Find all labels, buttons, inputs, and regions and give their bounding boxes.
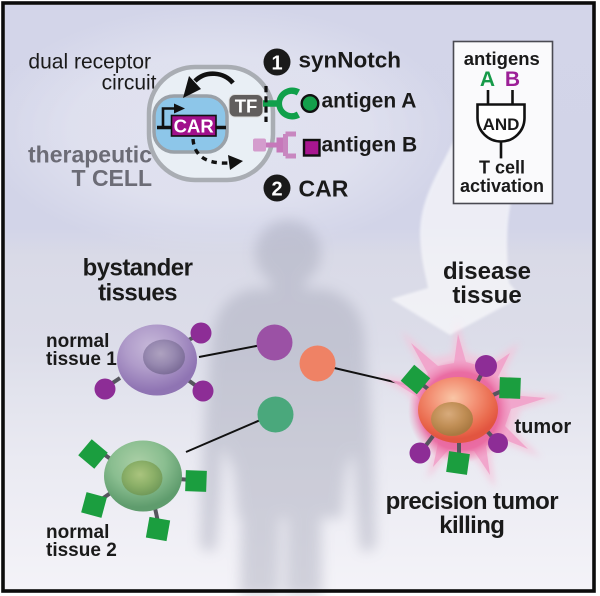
svg-text:2: 2 xyxy=(271,179,282,201)
svg-text:circuit: circuit xyxy=(102,72,157,95)
svg-text:synNotch: synNotch xyxy=(299,48,402,73)
svg-text:bystander: bystander xyxy=(83,255,193,282)
svg-text:therapeutic: therapeutic xyxy=(28,142,152,168)
svg-text:tissue: tissue xyxy=(452,282,521,309)
svg-text:TF: TF xyxy=(235,96,258,117)
svg-text:activation: activation xyxy=(460,176,544,196)
svg-text:CAR: CAR xyxy=(174,116,214,137)
svg-text:A: A xyxy=(480,68,495,91)
svg-text:T CELL: T CELL xyxy=(72,165,153,191)
svg-text:normal: normal xyxy=(46,331,109,352)
svg-text:antigen B: antigen B xyxy=(322,134,418,157)
svg-text:tissues: tissues xyxy=(98,279,177,306)
svg-text:dual receptor: dual receptor xyxy=(28,51,151,74)
svg-text:antigens: antigens xyxy=(464,48,540,69)
svg-text:AND: AND xyxy=(483,115,520,134)
svg-text:tumor: tumor xyxy=(515,416,572,438)
svg-text:disease: disease xyxy=(443,258,531,285)
svg-text:precision tumor: precision tumor xyxy=(386,488,559,515)
svg-text:tissue 2: tissue 2 xyxy=(46,540,117,561)
svg-text:T cell: T cell xyxy=(479,158,525,178)
svg-text:tissue 1: tissue 1 xyxy=(46,349,117,370)
svg-text:1: 1 xyxy=(271,53,282,75)
svg-text:killing: killing xyxy=(439,512,504,539)
svg-text:normal: normal xyxy=(46,522,109,543)
svg-text:antigen A: antigen A xyxy=(322,90,417,113)
svg-text:CAR: CAR xyxy=(299,176,349,202)
svg-text:B: B xyxy=(505,68,520,91)
